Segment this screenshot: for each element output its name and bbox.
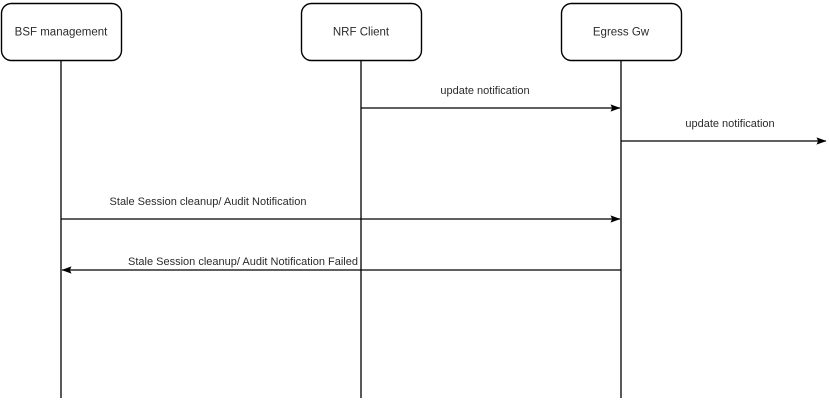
participant-label-egress: Egress Gw bbox=[593, 27, 650, 39]
message-label-msg-1: update notification bbox=[440, 85, 529, 97]
participant-bsf[interactable]: BSF management bbox=[0, 2, 123, 399]
message-msg-4[interactable]: Stale Session cleanup/ Audit Notificatio… bbox=[61, 256, 621, 274]
message-msg-3[interactable]: Stale Session cleanup/ Audit Notificatio… bbox=[61, 196, 621, 223]
participant-label-bsf: BSF management bbox=[15, 27, 108, 39]
participant-nrf[interactable]: NRF Client bbox=[300, 2, 423, 399]
lifelines-layer: BSF management NRF Client Egress Gw bbox=[0, 2, 683, 399]
participant-box-nrf[interactable] bbox=[300, 2, 423, 62]
message-label-msg-4: Stale Session cleanup/ Audit Notificatio… bbox=[128, 256, 358, 268]
message-msg-1[interactable]: update notification bbox=[361, 85, 621, 112]
participant-label-nrf: NRF Client bbox=[333, 27, 390, 39]
message-label-msg-2: update notification bbox=[685, 118, 774, 130]
messages-layer: update notification update notificationSt… bbox=[61, 85, 827, 274]
message-msg-2[interactable]: update notification bbox=[621, 118, 827, 145]
participant-box-bsf[interactable] bbox=[0, 2, 123, 62]
participant-box-egress[interactable] bbox=[560, 2, 683, 62]
message-label-msg-3: Stale Session cleanup/ Audit Notificatio… bbox=[110, 196, 307, 208]
participant-egress[interactable]: Egress Gw bbox=[560, 2, 683, 399]
